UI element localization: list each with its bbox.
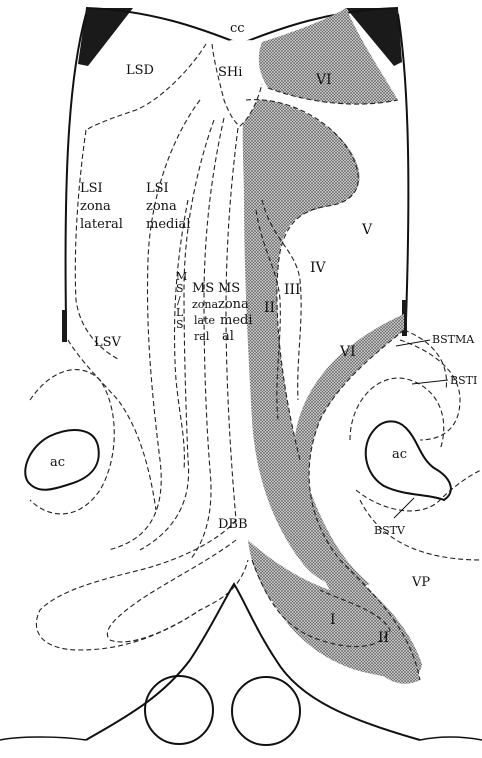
label-ms-lateral-3: late bbox=[194, 314, 215, 327]
label-bstv: BSTV bbox=[374, 524, 406, 537]
dbb-loop-inner bbox=[107, 540, 236, 642]
label-lsi-lateral-3: lateral bbox=[80, 217, 123, 232]
label-vi-top: VI bbox=[315, 72, 332, 88]
label-bsti: BSTI bbox=[450, 374, 477, 387]
label-vi-lower: VI bbox=[339, 344, 356, 360]
label-lsd: LSD bbox=[126, 63, 154, 78]
lsi-lateral-medial-boundary bbox=[108, 100, 200, 550]
left-wall-end bbox=[62, 310, 67, 342]
label-dbb: DBB bbox=[218, 517, 248, 532]
ms-left-boundary bbox=[175, 200, 189, 470]
bstv-region bbox=[356, 470, 482, 511]
label-lsi-medial-2: zona bbox=[146, 199, 177, 214]
label-lsi-medial-3: medial bbox=[146, 217, 190, 232]
label-ms-medial-3: medi bbox=[220, 313, 253, 328]
base-lower-left bbox=[0, 737, 86, 740]
label-i: I bbox=[330, 612, 336, 628]
label-ms-medial-2: zona bbox=[218, 297, 249, 312]
right-optic-circle bbox=[232, 677, 300, 745]
label-shi: SHi bbox=[218, 65, 242, 80]
label-lsi-lateral-2: zona bbox=[80, 199, 111, 214]
bsti-region bbox=[400, 340, 460, 440]
label-ms-lateral-2: zona bbox=[192, 298, 219, 311]
label-ii-lower: II bbox=[378, 630, 389, 646]
ac-right-shape bbox=[366, 421, 451, 500]
bstv-leader bbox=[394, 498, 414, 518]
label-ms-lateral-1: MS bbox=[192, 281, 214, 296]
label-ms-lateral-4: ral bbox=[194, 330, 210, 343]
label-ac-right: ac bbox=[392, 447, 407, 462]
label-ms-medial-1: MS bbox=[218, 281, 240, 296]
label-msls-4: S bbox=[176, 318, 184, 331]
label-iii: III bbox=[284, 282, 301, 298]
label-cc: cc bbox=[230, 21, 245, 36]
base-lower-right bbox=[420, 737, 482, 740]
label-v: V bbox=[361, 222, 373, 238]
label-iv: IV bbox=[310, 260, 327, 276]
lsv-boundary bbox=[68, 340, 156, 510]
label-lsi-medial-1: LSI bbox=[146, 181, 169, 196]
label-bstma: BSTMA bbox=[432, 333, 475, 346]
left-optic-circle bbox=[145, 676, 213, 744]
label-lsi-lateral-1: LSI bbox=[80, 181, 103, 196]
dbb-loop-outer bbox=[36, 520, 248, 650]
label-ms-medial-4: al bbox=[222, 329, 234, 344]
label-vp: VP bbox=[411, 575, 430, 590]
left-lateral-dashed bbox=[75, 130, 120, 360]
bsti-leader bbox=[412, 380, 448, 384]
label-ac-left: ac bbox=[50, 455, 65, 470]
label-lsv: LSV bbox=[94, 335, 122, 350]
label-ii-upper: II bbox=[264, 300, 275, 316]
